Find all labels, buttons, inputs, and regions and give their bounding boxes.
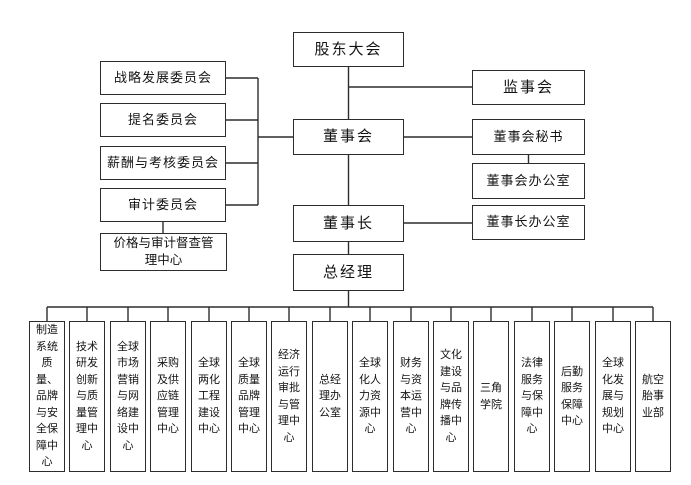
dept-aviation-tire-division: 航空胎事业部	[635, 321, 671, 472]
dept-global-development-planning-center: 全球化发展与规划中心	[595, 321, 631, 472]
node-chairman-office: 董事长办公室	[472, 205, 585, 240]
dept-sanjiao-academy: 三角学院	[473, 321, 509, 472]
node-supervisory-board: 监事会	[472, 70, 585, 105]
node-price-audit-supervision-center: 价格与审计督查管理中心	[100, 233, 227, 271]
dept-global-hr-center: 全球化人力资源中心	[352, 321, 388, 472]
dept-two-integrations-engineering-center: 全球两化工程建设中心	[191, 321, 227, 472]
dept-finance-capital-operation-center: 财务与资本运营中心	[393, 321, 429, 472]
dept-legal-service-support-center: 法律服务与保障中心	[514, 321, 550, 472]
dept-global-marketing-network-center: 全球市场营销与网络建设中心	[110, 321, 146, 472]
dept-rnd-innovation-quality-center: 技术研发创新与质量管理中心	[69, 321, 105, 472]
dept-general-manager-office: 总经理办公室	[312, 321, 348, 472]
node-committee-strategy-development: 战略发展委员会	[100, 61, 226, 95]
dept-manufacturing-quality-brand-safety-center: 制造系统质量、品牌与安全保障中心	[29, 321, 65, 472]
node-committee-remuneration-assessment: 薪酬与考核委员会	[100, 146, 226, 180]
node-shareholders-meeting: 股东大会	[293, 32, 404, 67]
dept-global-quality-brand-center: 全球质量品牌管理中心	[231, 321, 267, 472]
node-board-of-directors: 董事会	[293, 119, 404, 155]
dept-logistics-service-support-center: 后勤服务保障中心	[554, 321, 590, 472]
node-chairman: 董事长	[293, 205, 404, 242]
dept-culture-brand-communication-center: 文化建设与品牌传播中心	[433, 321, 469, 472]
node-board-secretary: 董事会秘书	[472, 119, 585, 155]
node-general-manager: 总经理	[293, 254, 404, 291]
dept-economic-operation-approval-center: 经济运行审批与管理中心	[271, 321, 307, 472]
node-committee-nomination: 提名委员会	[100, 103, 226, 137]
node-board-office: 董事会办公室	[472, 163, 585, 199]
node-committee-audit: 审计委员会	[100, 188, 226, 222]
dept-procurement-supply-chain-center: 采购及供应链管理中心	[150, 321, 186, 472]
